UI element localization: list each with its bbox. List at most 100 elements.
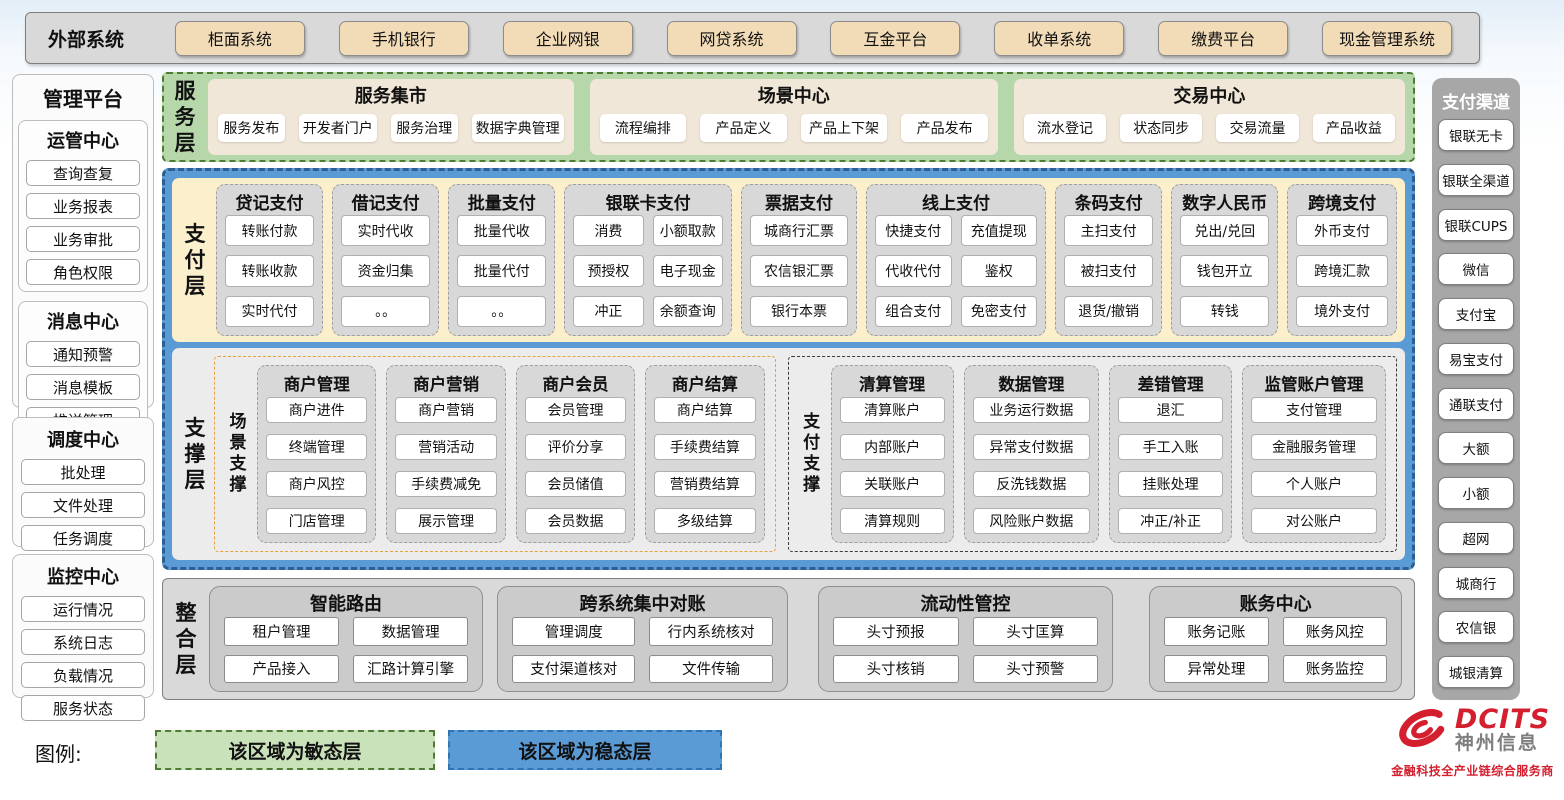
payment-channel-box: 银联CUPS: [1438, 208, 1514, 241]
payment-column-title: 借记支付: [351, 194, 420, 214]
management-group-title: 消息中心: [47, 312, 119, 333]
payment-column: 银联卡支付消费小额取款预授权电子现金冲正余额查询: [564, 184, 732, 336]
management-item-box: 系统日志: [21, 629, 145, 655]
payment-item-box: 组合支付: [874, 295, 952, 327]
service-group-title: 交易中心: [1173, 86, 1246, 107]
payment-column: 批量支付批量代收批量代付。。: [448, 184, 556, 336]
payment-item-box: 跨境汇款: [1296, 255, 1389, 287]
payment-item-box: 银行本票: [749, 295, 848, 327]
integration-layer: 整合层 智能路由租户管理数据管理产品接入汇路计算引擎跨系统集中对账管理调度行内系…: [162, 578, 1415, 700]
support-column: 监管账户管理支付管理金融服务管理个人账户对公账户: [1242, 365, 1387, 543]
external-system-box: 互金平台: [830, 20, 961, 56]
support-column-title: 清算管理: [859, 375, 926, 394]
payment-column-title: 贷记支付: [235, 194, 304, 214]
scene-support-section: 场景支撑商户管理商户进件终端管理商户风控门店管理商户营销商户营销营销活动手续费减…: [214, 356, 776, 552]
payment-channel-box: 小额: [1438, 477, 1514, 509]
payment-item-box: 冲正: [573, 295, 644, 327]
support-column: 商户会员会员管理评价分享会员储值会员数据: [515, 365, 636, 543]
service-layer-label: 服务层: [174, 78, 196, 156]
management-item-box: 消息模板: [26, 374, 140, 400]
support-column: 商户营销商户营销营销活动手续费减免展示管理: [386, 365, 506, 543]
service-layer-groups: 服务集市服务发布开发者门户服务治理数据字典管理场景中心流程编排产品定义产品上下架…: [208, 79, 1405, 155]
payment-column-items: 快捷支付充值提现代收代付鉴权组合支付免密支付: [874, 215, 1038, 327]
payment-column-title: 批量支付: [467, 194, 536, 214]
payment-item-box: 预授权: [573, 255, 644, 287]
management-group-title: 调度中心: [47, 430, 119, 451]
integration-group: 智能路由租户管理数据管理产品接入汇路计算引擎: [209, 586, 484, 692]
support-section-columns: 商户管理商户进件终端管理商户风控门店管理商户营销商户营销营销活动手续费减免展示管…: [257, 365, 765, 543]
external-system-box: 缴费平台: [1158, 20, 1289, 56]
monitor-center-panel: 监控中心运行情况系统日志负载情况服务状态: [12, 554, 154, 721]
management-group: 监控中心运行情况系统日志负载情况服务状态: [18, 563, 148, 721]
payment-column-title: 银联卡支付: [605, 194, 691, 214]
integration-item-box: 账务风控: [1282, 617, 1387, 646]
payment-column-items: 消费小额取款预授权电子现金冲正余额查询: [573, 215, 723, 327]
support-item-box: 退汇: [1118, 397, 1224, 423]
service-item-box: 开发者门户: [298, 114, 377, 142]
payment-column-items: 主扫支付被扫支付退货/撤销: [1064, 215, 1154, 327]
payment-column: 条码支付主扫支付被扫支付退货/撤销: [1055, 184, 1163, 336]
integration-group-items: 账务记账账务风控异常处理账务监控: [1164, 617, 1387, 683]
support-item-box: 手续费结算: [654, 434, 756, 460]
integration-item-box: 头寸核销: [832, 654, 959, 683]
support-column-title: 监管账户管理: [1264, 375, 1364, 394]
support-layer-label: 支撑层: [184, 415, 206, 493]
external-system-box: 企业网银: [502, 20, 633, 56]
support-item-box: 营销费结算: [654, 471, 756, 497]
payment-item-box: 农信银汇票: [749, 255, 848, 287]
support-item-box: 清算规则: [839, 508, 945, 534]
integration-item-box: 汇路计算引擎: [353, 654, 469, 683]
payment-item-box: 转账付款: [225, 215, 315, 247]
payment-channel-box: 城商行: [1438, 566, 1514, 599]
service-item-box: 服务治理: [390, 114, 458, 142]
logo-company-name: 神州信息: [1454, 731, 1539, 754]
legend-label: 图例:: [35, 742, 82, 766]
service-item-box: 产品上下架: [800, 114, 888, 142]
support-column: 清算管理清算账户内部账户关联账户清算规则: [830, 365, 954, 543]
management-group-title: 运管中心: [47, 131, 119, 152]
payment-channel-box: 支付宝: [1438, 298, 1514, 330]
support-column-title: 数据管理: [998, 375, 1065, 394]
support-item-box: 展示管理: [395, 508, 497, 534]
service-item-box: 产品收益: [1312, 114, 1396, 142]
integration-group: 流动性管控头寸预报头寸匡算头寸核销头寸预警: [817, 586, 1114, 692]
support-layer: 支撑层 场景支撑商户管理商户进件终端管理商户风控门店管理商户营销商户营销营销活动…: [172, 348, 1405, 560]
integration-item-box: 支付渠道核对: [512, 654, 636, 683]
support-item-box: 个人账户: [1251, 471, 1378, 497]
support-item-box: 异常支付数据: [972, 434, 1091, 460]
management-item-box: 业务报表: [26, 193, 140, 219]
service-item-box: 数据字典管理: [471, 114, 564, 142]
support-column-title: 商户结算: [671, 375, 738, 394]
integration-item-box: 异常处理: [1164, 654, 1269, 683]
support-item-box: 手续费减免: [395, 471, 497, 497]
support-item-box: 多级结算: [654, 508, 756, 534]
management-group-title: 监控中心: [47, 567, 119, 588]
payment-column-items: 批量代收批量代付。。: [457, 215, 547, 327]
external-system-box: 网贷系统: [666, 20, 797, 56]
integration-layer-groups: 智能路由租户管理数据管理产品接入汇路计算引擎跨系统集中对账管理调度行内系统核对支…: [209, 586, 1402, 692]
payment-item-box: 退货/撤销: [1064, 295, 1154, 327]
support-item-box: 反洗钱数据: [972, 471, 1091, 497]
payment-column: 跨境支付外币支付跨境汇款境外支付: [1287, 184, 1398, 336]
payment-item-box: 批量代付: [457, 255, 547, 287]
service-group-items: 流水登记状态同步交易流量产品收益: [1023, 107, 1396, 149]
integration-item-box: 文件传输: [649, 654, 773, 683]
payment-column: 线上支付快捷支付充值提现代收代付鉴权组合支付免密支付: [865, 184, 1047, 336]
payment-layer: 支付层 贷记支付转账付款转账收款实时代付借记支付实时代收资金归集。。批量支付批量…: [172, 178, 1405, 342]
payment-item-box: 外币支付: [1296, 215, 1389, 247]
management-item-box: 角色权限: [26, 259, 140, 285]
payment-item-box: 鉴权: [960, 255, 1038, 287]
support-column-items: 商户结算手续费结算营销费结算多级结算: [654, 397, 756, 534]
management-item-box: 服务状态: [21, 695, 145, 721]
payment-channel-box: 微信: [1438, 253, 1514, 286]
payment-item-box: 。。: [341, 295, 431, 327]
service-item-box: 流程编排: [599, 114, 687, 142]
support-column-title: 商户营销: [413, 375, 480, 394]
company-logo: DCITS 神州信息 金融科技全产业链综合服务商: [1385, 700, 1560, 779]
payment-channel-box: 银联无卡: [1438, 119, 1514, 151]
integration-group-title: 智能路由: [310, 594, 383, 615]
support-item-box: 支付管理: [1251, 397, 1378, 423]
management-item-box: 运行情况: [21, 596, 145, 622]
support-column: 数据管理业务运行数据异常支付数据反洗钱数据风险账户数据: [963, 365, 1100, 543]
